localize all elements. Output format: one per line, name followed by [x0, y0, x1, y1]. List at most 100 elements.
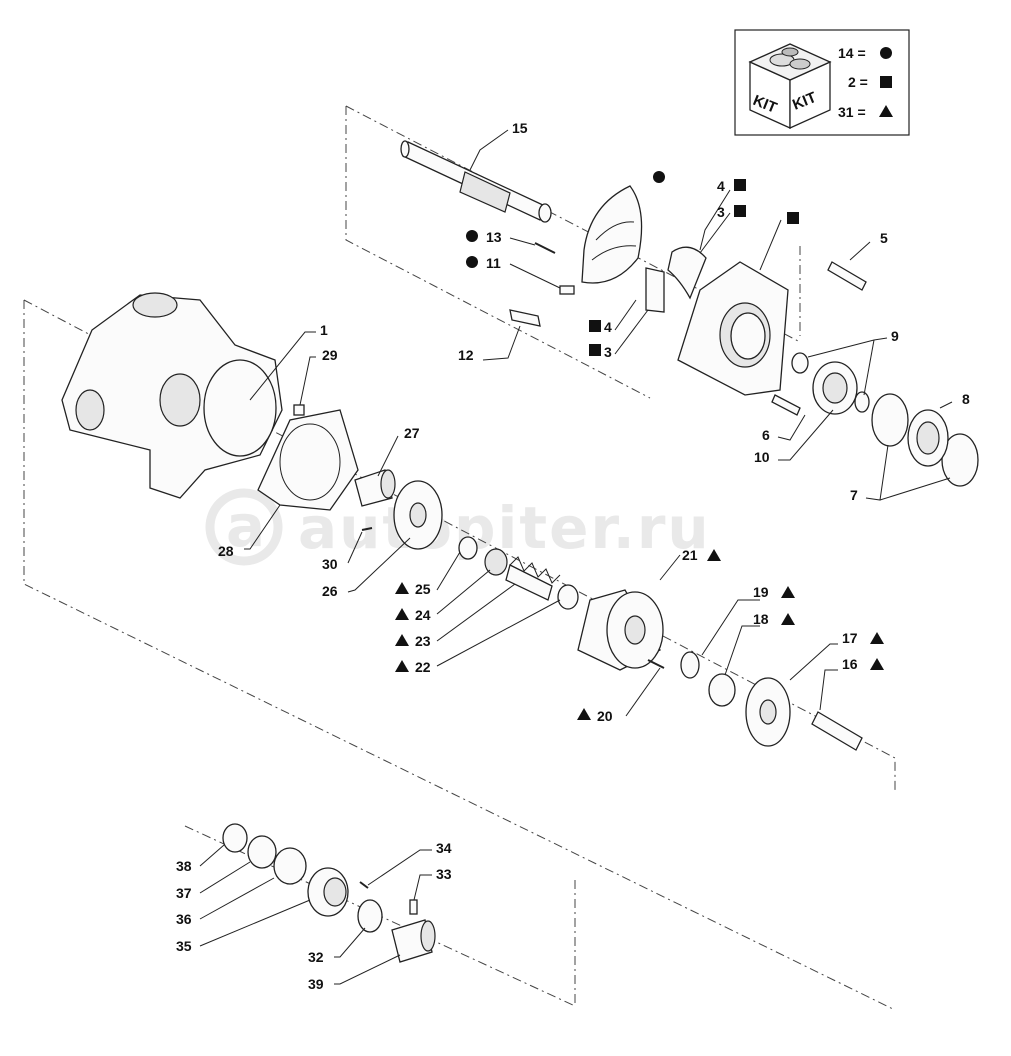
pin-part-34	[359, 881, 369, 889]
callout-21: 21	[682, 547, 721, 563]
snap-ring-part-7b	[941, 433, 979, 487]
svg-text:3: 3	[604, 344, 612, 360]
square-symbol-icon	[589, 344, 601, 356]
pin-part-33	[409, 899, 418, 915]
callout-22: 22	[395, 659, 431, 675]
pin-part-30	[361, 527, 373, 531]
callout-3b: 3	[589, 344, 612, 360]
snap-ring-part-9a	[791, 352, 809, 374]
svg-text:7: 7	[850, 487, 858, 503]
half-shell-part-upper	[667, 246, 707, 300]
block-part-12	[509, 309, 541, 327]
callout-4a: 4	[717, 178, 746, 194]
svg-text:8: 8	[962, 391, 970, 407]
svg-text:19: 19	[753, 584, 769, 600]
triangle-symbol-icon	[395, 660, 409, 672]
callout-38: 38	[176, 858, 192, 874]
svg-text:10: 10	[754, 449, 770, 465]
triangle-symbol-icon	[395, 608, 409, 620]
callout-labels: 15 4 3 5 13 11 4 3 12 1 29 9 8 6 10 7 27…	[176, 120, 970, 992]
triangle-symbol-icon	[395, 634, 409, 646]
svg-text:29: 29	[322, 347, 338, 363]
svg-text:17: 17	[842, 630, 858, 646]
callout-15: 15	[512, 120, 528, 136]
svg-text:23: 23	[415, 633, 431, 649]
half-shell-part-lower	[645, 267, 665, 313]
svg-text:13: 13	[486, 229, 502, 245]
callout-39: 39	[308, 976, 324, 992]
svg-text:33: 33	[436, 866, 452, 882]
ring-part-22	[557, 584, 579, 610]
cylinder-block-part	[577, 589, 664, 671]
callout-kit-2	[787, 212, 799, 224]
svg-text:20: 20	[597, 708, 613, 724]
callout-9: 9	[891, 328, 899, 344]
o-ring-part-38	[222, 823, 248, 853]
svg-text:28: 28	[218, 543, 234, 559]
ring-part-24	[484, 548, 508, 576]
callout-13: 13	[466, 229, 502, 245]
svg-text:4: 4	[717, 178, 725, 194]
svg-text:12: 12	[458, 347, 474, 363]
callout-37: 37	[176, 885, 192, 901]
callout-kit-14	[653, 171, 665, 183]
gear-part-32	[357, 899, 383, 933]
snap-ring-part-9b	[854, 391, 870, 413]
triangle-symbol-icon	[879, 105, 893, 117]
svg-text:4: 4	[604, 319, 612, 335]
ring-part-25	[458, 536, 478, 560]
kit-entry-text-1: 14 =	[838, 45, 866, 61]
callout-35: 35	[176, 938, 192, 954]
callout-6: 6	[762, 427, 770, 443]
svg-text:30: 30	[322, 556, 338, 572]
callout-28: 28	[218, 543, 234, 559]
circle-symbol-icon	[466, 256, 478, 268]
callout-1: 1	[320, 322, 328, 338]
svg-text:24: 24	[415, 607, 431, 623]
square-symbol-icon	[734, 205, 746, 217]
circle-symbol-icon	[653, 171, 665, 183]
svg-text:37: 37	[176, 885, 192, 901]
svg-text:25: 25	[415, 581, 431, 597]
callout-18: 18	[753, 611, 795, 627]
screw-part-5	[827, 261, 867, 291]
svg-text:27: 27	[404, 425, 420, 441]
svg-text:26: 26	[322, 583, 338, 599]
callout-19: 19	[753, 584, 795, 600]
callout-32: 32	[308, 949, 324, 965]
square-symbol-icon	[734, 179, 746, 191]
leader-lines	[199, 129, 953, 985]
svg-text:35: 35	[176, 938, 192, 954]
callout-36: 36	[176, 911, 192, 927]
square-symbol-icon	[880, 76, 892, 88]
circle-symbol-icon	[466, 230, 478, 242]
shaft-part	[400, 140, 552, 223]
callout-11: 11	[466, 255, 501, 271]
circle-symbol-icon	[880, 47, 892, 59]
kit-entry-text-3: 31 =	[838, 104, 866, 120]
callout-4b: 4	[589, 319, 612, 335]
svg-text:22: 22	[415, 659, 431, 675]
svg-text:3: 3	[717, 204, 725, 220]
svg-text:39: 39	[308, 976, 324, 992]
bushing-part-27	[354, 469, 396, 507]
pin-part-11	[559, 285, 575, 295]
o-ring-part-36	[273, 847, 307, 885]
parts	[61, 140, 979, 963]
pin-part-20	[647, 659, 665, 669]
svg-text:5: 5	[880, 230, 888, 246]
housing-part	[61, 292, 283, 499]
square-symbol-icon	[589, 320, 601, 332]
svg-text:36: 36	[176, 911, 192, 927]
cover-plate-part	[677, 261, 789, 396]
kit-legend: KIT KIT 14 = 2 = 31 =	[734, 29, 910, 136]
svg-text:11: 11	[486, 255, 501, 271]
callout-27: 27	[404, 425, 420, 441]
svg-text:15: 15	[512, 120, 528, 136]
svg-text:21: 21	[682, 547, 698, 563]
kit-box-icon: KIT KIT	[748, 43, 832, 130]
bushing-part-18	[708, 673, 736, 707]
watermark-text: autopiter.ru	[298, 494, 711, 562]
